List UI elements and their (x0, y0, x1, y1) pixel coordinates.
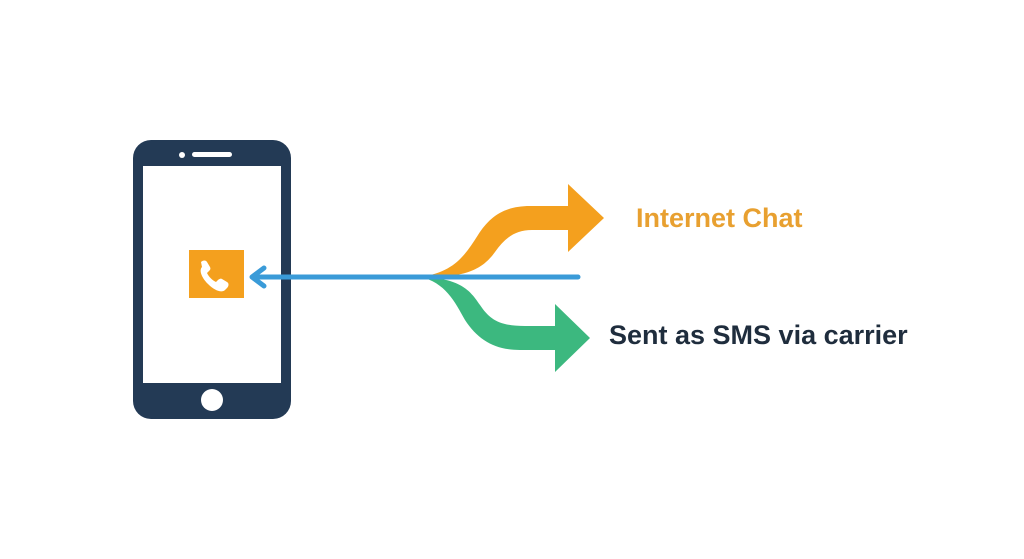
arrow-right-down-branch-icon (420, 277, 590, 372)
arrow-right-up-branch-icon (420, 184, 604, 278)
sms-carrier-label: Sent as SMS via carrier (609, 320, 908, 350)
arrow-left-icon (249, 265, 581, 289)
internet-chat-label: Internet Chat (636, 203, 803, 233)
phone-call-icon (189, 250, 244, 298)
